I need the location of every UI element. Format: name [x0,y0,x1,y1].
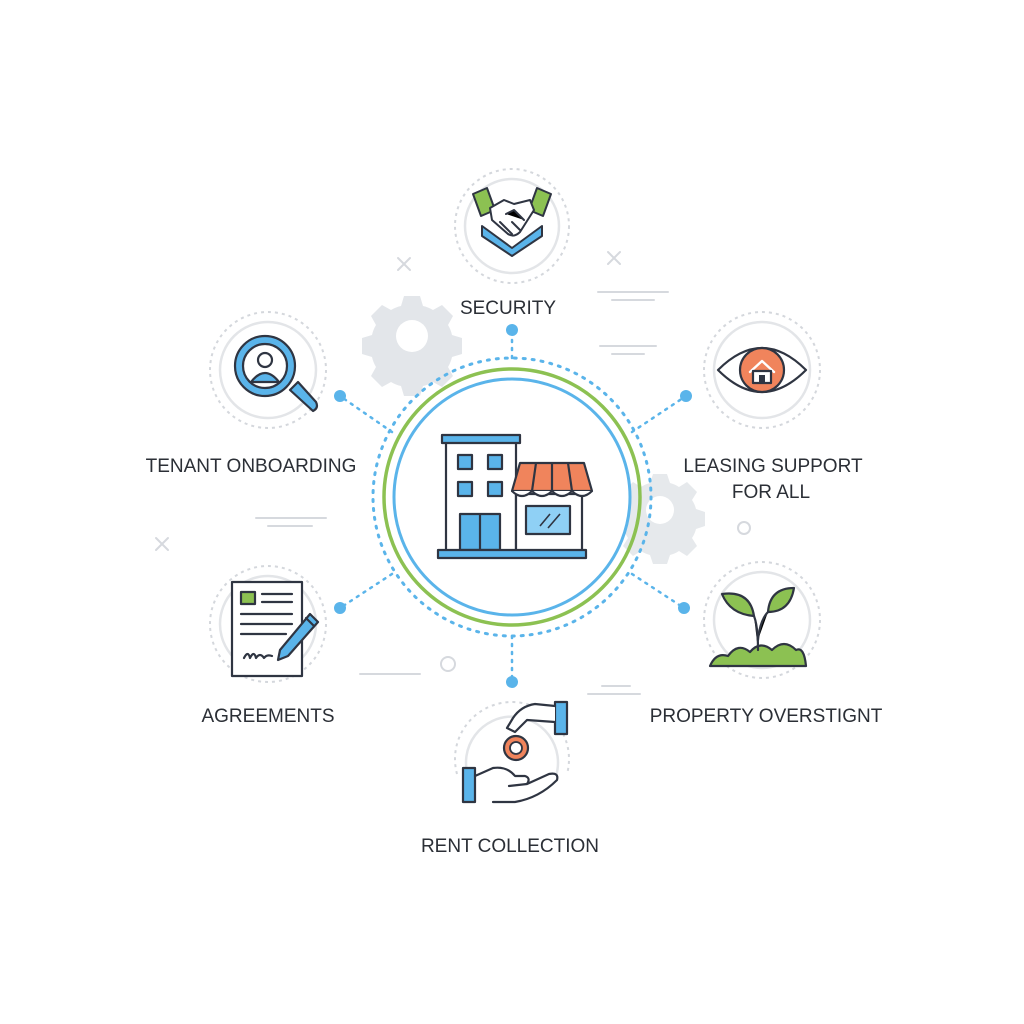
node-label-agreements: AGREEMENTS [201,706,334,727]
connector-line [630,572,686,610]
connector-dot [334,602,346,614]
eye-house-icon [716,346,808,394]
node-agreements [209,565,327,683]
decorative-accents [155,251,751,695]
node-label-rent-collection: RENT COLLECTION [421,836,599,857]
node-label-property-oversight: PROPERTY OVERSTIGNT [650,706,883,727]
connector-line [338,394,394,434]
handshake-shield-icon [472,187,552,257]
document-pen-icon [230,580,320,678]
connector-dot [678,602,690,614]
node-tenant-onboarding [209,311,327,429]
node-property-oversight [703,561,821,679]
gear-icon [362,296,462,396]
connector-dot [506,324,518,336]
node-label-leasing-support-line1: LEASING SUPPORT [683,456,863,477]
node-label-tenant-onboarding: TENANT ONBOARDING [146,456,357,477]
node-label-security: SECURITY [460,298,556,319]
sprout-icon [708,586,808,668]
connector-line [630,394,688,434]
connector-line [338,572,394,610]
search-person-icon [233,334,319,413]
connector-dot [506,676,518,688]
gear-icon [615,474,705,564]
connector-dot [680,390,692,402]
node-label-leasing-support-line2: FOR ALL [732,482,810,503]
building-store-icon [436,433,594,560]
connector-dot [334,390,346,402]
node-security [454,168,570,284]
hand-coin-icon [461,700,569,804]
node-leasing-support [703,311,821,429]
connector-lines [334,324,692,688]
node-rent-collection [454,700,570,804]
